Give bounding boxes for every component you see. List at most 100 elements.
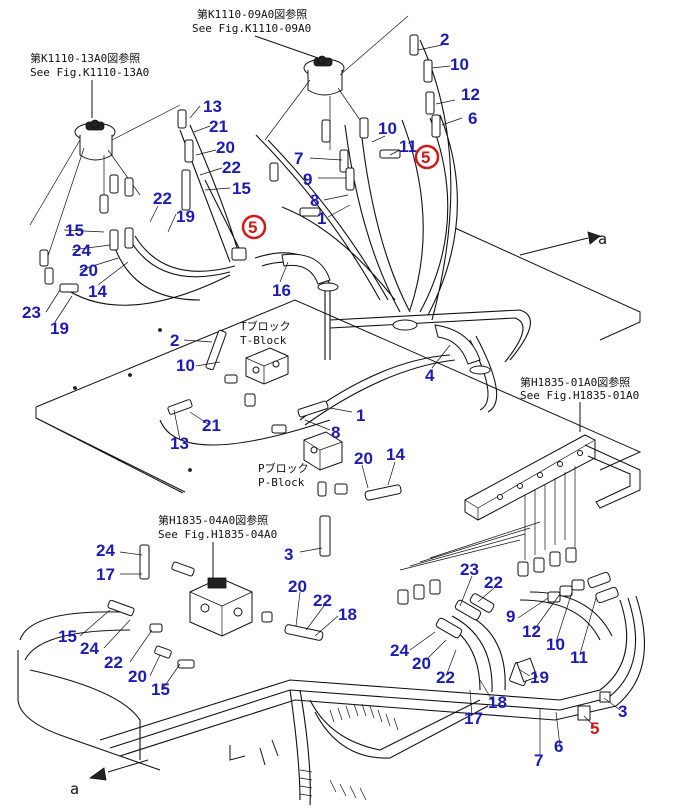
callout-24: 24 <box>96 541 115 560</box>
p-block-label-en: P-Block <box>258 476 305 489</box>
callout-1: 1 <box>356 406 365 425</box>
callout-21: 21 <box>209 117 228 136</box>
callout-14: 14 <box>386 445 405 464</box>
callout-20: 20 <box>354 449 373 468</box>
callout-15: 15 <box>232 179 251 198</box>
callout-1: 1 <box>317 209 326 228</box>
callout-15: 15 <box>65 221 84 240</box>
fittings-lower-right <box>397 547 619 687</box>
arrow-top-right-label: a <box>598 230 607 248</box>
ref-right-jp: 第H1835-01A0図参照 <box>520 375 630 389</box>
t-block-label-en: T-Block <box>240 334 287 347</box>
callout-10: 10 <box>378 119 397 138</box>
callout-8: 8 <box>331 423 340 442</box>
hose-bundle-center <box>255 119 411 313</box>
callout-11: 11 <box>399 137 417 156</box>
callout-10: 10 <box>450 55 469 74</box>
callout-22: 22 <box>436 668 455 687</box>
manifold-right <box>464 434 596 521</box>
ref-top-left-en: See Fig.K1110-13A0 <box>30 66 149 79</box>
ref-right-en: See Fig.H1835-01A0 <box>520 389 639 402</box>
callout-7: 7 <box>294 149 303 168</box>
t-block-label-jp: Tブロック <box>240 319 291 333</box>
callout-22: 22 <box>153 189 172 208</box>
arrow-top-right <box>519 231 601 256</box>
callout-6: 6 <box>554 737 563 756</box>
callout-9: 9 <box>506 607 515 626</box>
callout-12: 12 <box>461 85 480 104</box>
callout-20: 20 <box>79 261 98 280</box>
callout-12: 12 <box>522 622 541 641</box>
callout-20: 20 <box>412 654 431 673</box>
callout-leaders <box>45 44 621 756</box>
callout-4: 4 <box>425 366 435 385</box>
callout-13: 13 <box>170 434 189 453</box>
callout-24: 24 <box>390 641 409 660</box>
callout-9: 9 <box>303 170 312 189</box>
callout-7: 7 <box>534 751 543 770</box>
callout-15: 15 <box>151 680 170 699</box>
callout-20: 20 <box>128 667 147 686</box>
ref-top-left-jp: 第K1110-13A0図参照 <box>30 51 140 65</box>
p-block-label-jp: Pブロック <box>258 461 309 475</box>
callout-20: 20 <box>216 138 235 157</box>
callout-18: 18 <box>338 605 357 624</box>
bracket-right <box>584 444 641 509</box>
t-block <box>245 347 289 385</box>
callout-22: 22 <box>484 573 503 592</box>
hose-bundle-left <box>59 235 236 306</box>
pilot-valve-right <box>303 55 345 96</box>
callout-24: 24 <box>80 639 99 658</box>
callout-22: 22 <box>222 158 241 177</box>
callout-2: 2 <box>440 30 449 49</box>
ref-bottom-left-jp: 第H1835-04A0図参照 <box>158 513 268 527</box>
callout-10: 10 <box>546 635 565 654</box>
callout-5-lower: 5 <box>590 719 599 738</box>
callout-3: 3 <box>618 702 627 721</box>
callout-19: 19 <box>530 668 549 687</box>
callout-5: 5 <box>421 148 430 167</box>
callout-13: 13 <box>203 97 222 116</box>
callout-5-highlight-circle-left <box>241 214 267 240</box>
callout-14: 14 <box>88 282 107 301</box>
callout-17: 17 <box>464 709 483 728</box>
callout-22: 22 <box>313 591 332 610</box>
callout-23: 23 <box>22 303 41 322</box>
arrow-bottom-left <box>88 759 149 781</box>
floor-plate-upper-edge <box>454 227 641 341</box>
callout-15: 15 <box>58 627 77 646</box>
callout-6: 6 <box>468 109 477 128</box>
callout-3: 3 <box>284 545 293 564</box>
hose-elbow-4 <box>434 324 481 365</box>
callout-10: 10 <box>176 356 195 375</box>
ref-top-center-jp: 第K1110-09A0図参照 <box>197 7 307 21</box>
ref-top-center-en: See Fig.K1110-09A0 <box>192 22 311 35</box>
fittings-upper <box>39 34 441 293</box>
valve-block-lower-left <box>189 577 253 637</box>
hose-bundle-lower <box>17 611 161 771</box>
callout-16: 16 <box>272 281 291 300</box>
callout-19: 19 <box>50 319 69 338</box>
p-block <box>303 431 343 471</box>
ref-bottom-left-en: See Fig.H1835-04A0 <box>158 528 277 541</box>
callout-5-left: 5 <box>248 218 257 237</box>
callout-23: 23 <box>460 560 479 579</box>
hose-loop-right <box>329 309 531 413</box>
callout-19: 19 <box>176 207 195 226</box>
callout-20: 20 <box>288 577 307 596</box>
callout-24: 24 <box>72 241 91 260</box>
callout-17: 17 <box>96 565 115 584</box>
spiral-hose-guard <box>299 703 399 801</box>
callout-5-highlight-circle <box>414 144 440 170</box>
callout-21: 21 <box>202 416 221 435</box>
callout-2: 2 <box>170 331 179 350</box>
arrow-bottom-left-label: a <box>70 780 79 798</box>
ref-top-center-leader <box>254 35 319 59</box>
pilot-valve-left <box>74 119 116 161</box>
callout-22: 22 <box>104 653 123 672</box>
hose-elbow-16 <box>281 253 331 285</box>
callout-18: 18 <box>488 693 507 712</box>
callout-11: 11 <box>570 648 588 667</box>
callout-8: 8 <box>310 191 319 210</box>
